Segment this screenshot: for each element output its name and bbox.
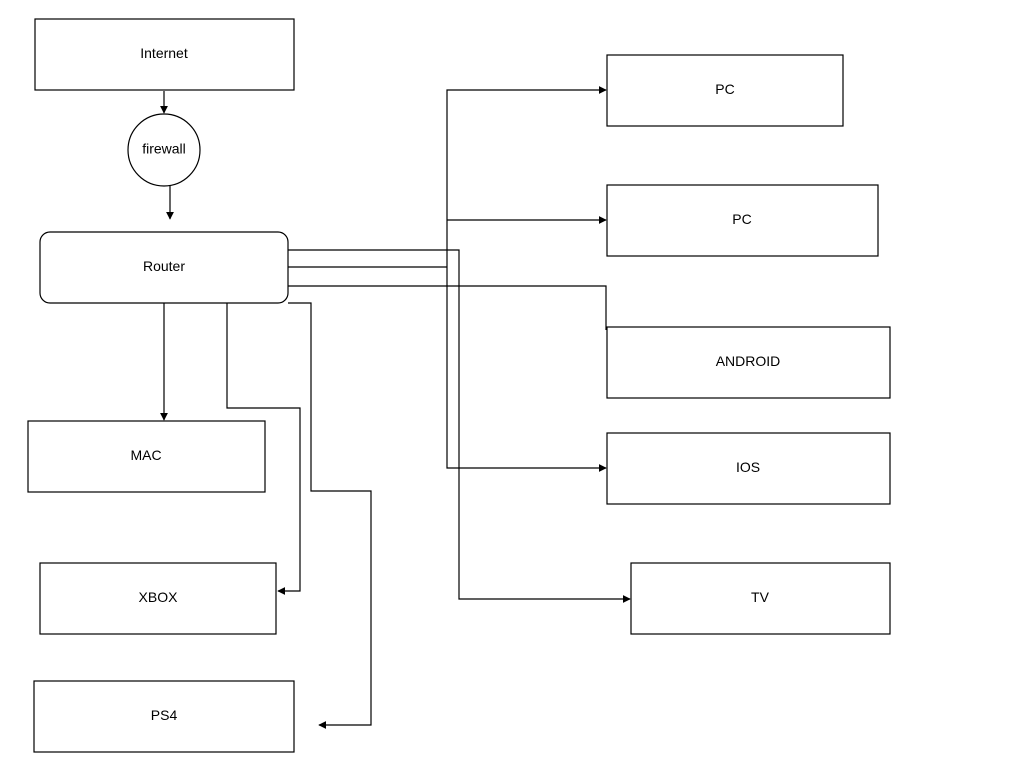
pc-1-label: PC — [715, 81, 734, 97]
mac-node[interactable]: MAC — [27, 420, 266, 493]
mac-label: MAC — [130, 447, 161, 463]
edge-router-android — [288, 285, 607, 330]
firewall-node[interactable]: firewall — [127, 113, 201, 187]
xbox-node[interactable]: XBOX — [39, 562, 277, 635]
edge-router-pc1 — [446, 86, 607, 267]
router-label: Router — [143, 258, 185, 274]
xbox-label: XBOX — [139, 589, 179, 605]
pc-node-1[interactable]: PC — [606, 54, 844, 127]
internet-label: Internet — [140, 45, 188, 61]
internet-node[interactable]: Internet — [34, 18, 295, 91]
edge-router-ps4 — [288, 302, 372, 729]
edge-router-xbox — [226, 303, 301, 595]
firewall-label: firewall — [142, 141, 186, 157]
android-node[interactable]: ANDROID — [606, 326, 891, 399]
android-label: ANDROID — [716, 353, 781, 369]
tv-label: TV — [751, 589, 770, 605]
tv-node[interactable]: TV — [630, 562, 891, 635]
ps4-node[interactable]: PS4 — [33, 680, 295, 753]
ios-node[interactable]: IOS — [606, 432, 891, 505]
pc-2-label: PC — [732, 211, 751, 227]
edge-router-tv — [288, 249, 631, 603]
pc-node-2[interactable]: PC — [606, 184, 879, 257]
ps4-label: PS4 — [151, 707, 178, 723]
router-node[interactable]: Router — [39, 231, 289, 304]
edges — [160, 86, 631, 729]
edge-router-ios — [446, 267, 607, 472]
ios-label: IOS — [736, 459, 760, 475]
